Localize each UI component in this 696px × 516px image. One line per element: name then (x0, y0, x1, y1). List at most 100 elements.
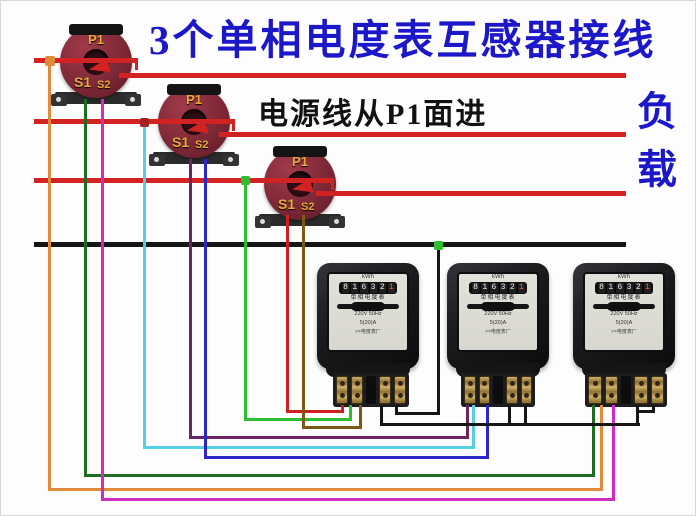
terminal (588, 376, 602, 404)
terminal-divider (493, 376, 503, 404)
register-digit: 8 (596, 283, 606, 293)
wire-ct1-s1-v (84, 99, 87, 477)
meter-2-name: 单相电度表 (480, 295, 516, 301)
wire-phase1-tap-v (48, 61, 51, 491)
register-digit: 2 (377, 283, 386, 293)
wire-ct1-s2-up (612, 405, 615, 501)
wire-ct2-s2-h (204, 456, 489, 459)
meter-1-terminals (333, 373, 409, 407)
wire-meter2-neutral1 (508, 405, 511, 426)
wire-phase3-tap-h (244, 418, 352, 421)
wire-meter3-neutral2 (652, 405, 655, 413)
meter-3-spec2: 5(20)A (615, 320, 633, 326)
ct1-s2-label: S2 (97, 79, 111, 91)
wire-ct3-s1-up (341, 405, 344, 413)
phase2-bus-exit (219, 132, 626, 137)
terminal-divider (621, 376, 631, 404)
wire-ct3-s2-up (359, 405, 362, 429)
diagram-title: 3个单相电度表互感器接线 (149, 17, 657, 63)
ct2-s1-label: S1 (172, 134, 190, 150)
ct1-p1-label: P1 (88, 32, 104, 47)
wire-phase1-tap-h (48, 488, 603, 491)
wire-meter2-neutral2 (524, 405, 527, 426)
junction-dot-phase1-tap (45, 56, 55, 66)
meter-2-kwh-label: kWh (492, 274, 504, 280)
meter-3-terminals (585, 373, 667, 407)
junction-dot-neutral-tap (434, 241, 443, 250)
junction-dot-phase3-tap (241, 176, 250, 185)
wire-ct2-s1-h (189, 436, 469, 439)
meter-1-disc (337, 302, 399, 311)
wire-ct3-s1-v (286, 215, 289, 413)
wire-ct3-s2-v (302, 215, 305, 429)
register-digit: 6 (489, 283, 498, 293)
phase2-bus-hook (232, 119, 235, 131)
ct2-s2-label: S2 (195, 139, 209, 151)
phase1-bus-entry (34, 58, 138, 63)
wire-neutral-riser (437, 245, 440, 415)
terminal (351, 376, 363, 404)
register-digit: 2 (507, 283, 516, 293)
wire-phase2-tap-h (143, 446, 475, 449)
terminal (520, 376, 532, 404)
wire-phase3-tap-v (244, 180, 247, 421)
terminal (634, 376, 648, 404)
register-digit-red: 1 (642, 283, 652, 293)
terminal (478, 376, 490, 404)
wire-phase2-tap-up (472, 405, 475, 449)
ct2-p1-label: P1 (186, 92, 202, 107)
meter-2-spec2: 5(20)A (489, 320, 507, 326)
load-label-char-1: 负 (637, 89, 677, 134)
wire-meter3-neutral1 (636, 405, 639, 426)
terminal-divider (366, 376, 376, 404)
wire-meter1-neutral2 (395, 405, 398, 415)
meter-1-register: 8 1 6 3 2 1 (339, 282, 397, 294)
meter-3-name: 单相电度表 (606, 295, 642, 301)
meter-1-maker: ××电度表厂 (355, 329, 381, 335)
phase3-bus-entry (34, 178, 334, 183)
ct3-nameplate (273, 146, 327, 157)
wire-phase1-tap-up (600, 405, 603, 491)
wire-ct2-s1-v (189, 159, 192, 439)
ct1-bracket (55, 92, 137, 104)
meter-1-kwh-label: kWh (362, 274, 374, 280)
meter-3-spec1: 220V 50Hz (610, 311, 638, 317)
ct3-s1-label: S1 (278, 196, 296, 212)
ct2-foot-left (149, 154, 165, 166)
phase1-bus-exit (119, 73, 626, 78)
meter-2-spec1: 220V 50Hz (484, 311, 512, 317)
junction-dot-phase2-tap (140, 118, 149, 127)
register-digit: 3 (624, 283, 633, 293)
wire-meter1-neutral1 (380, 405, 383, 426)
meter-3-face: kWh 8 1 6 3 2 1 单相电度表 220V 50Hz 5(20)A ×… (583, 272, 665, 352)
load-label-char-2: 载 (637, 147, 677, 192)
wire-phase3-tap-up (349, 405, 352, 421)
register-digit: 1 (606, 283, 615, 293)
meter-2-disc (467, 302, 529, 311)
terminal (379, 376, 391, 404)
terminal (604, 376, 618, 404)
ct3-foot-right (329, 216, 345, 228)
meter-3: kWh 8 1 6 3 2 1 单相电度表 220V 50Hz 5(20)A ×… (573, 263, 675, 409)
wire-ct1-s2-h (101, 498, 615, 501)
register-digit-red: 1 (516, 283, 526, 293)
terminal (394, 376, 406, 404)
register-digit: 8 (470, 283, 480, 293)
meter-1-face: kWh 8 1 6 3 2 1 单相电度表 220V 50Hz 5(20)A ×… (327, 272, 409, 352)
wire-ct1-s2-v (101, 99, 104, 501)
wire-ct2-s1-up (466, 405, 469, 439)
meter-3-maker: ××电度表厂 (611, 329, 637, 335)
register-digit: 3 (368, 283, 377, 293)
wire-ct2-s2-v (204, 159, 207, 459)
ct1-foot-left (51, 94, 67, 106)
wire-ct1-s1-h (84, 474, 595, 477)
phase1-bus-hook (135, 58, 138, 70)
terminal (464, 376, 476, 404)
register-digit: 1 (350, 283, 359, 293)
diagram-subtitle: 电源线从P1面进 (258, 98, 488, 131)
meter-2-maker: ××电度表厂 (485, 329, 511, 335)
meter-3-disc (593, 302, 655, 311)
meter-2-register: 8 1 6 3 2 1 (469, 282, 527, 294)
wire-ct1-s1-up (592, 405, 595, 477)
